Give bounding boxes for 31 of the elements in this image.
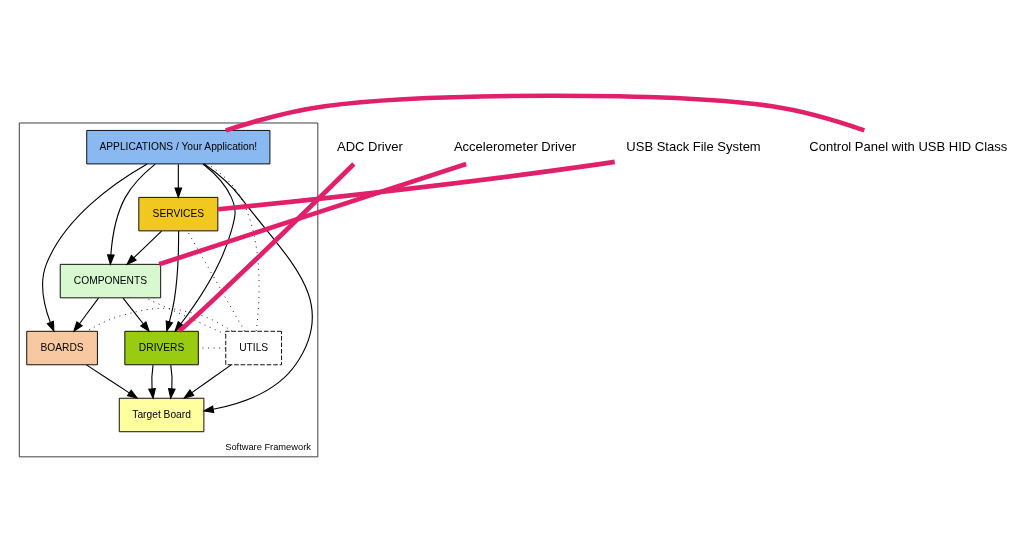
node-box: UTILS [225,330,282,365]
arrow [167,364,176,400]
arrow [125,230,163,265]
arrow [165,229,180,332]
connector [86,307,233,332]
node-box: BOARDS [26,330,98,365]
arrow [72,297,100,333]
node-box: DRIVERS [124,330,199,365]
node-text: Accelerometer Driver [453,138,577,154]
node-box: SERVICES [138,196,219,231]
node-box: APPLICATIONS / Your Application! [86,129,271,164]
arrow [202,163,313,413]
connector [186,230,245,332]
arrow [174,162,236,332]
arrow [182,363,232,399]
connector [225,92,866,133]
node-text: USB Stack File System [626,138,761,154]
node-box: COMPONENTS [59,263,162,298]
arrow [85,363,139,399]
connector [217,159,616,212]
arrow [174,163,183,199]
node-text: Control Panel with USB HID Class [809,138,1008,154]
connector [177,161,356,333]
connector [158,161,467,266]
node-box: Target Board [118,397,205,432]
connector [145,296,227,335]
arrow [122,297,151,333]
arrow [42,162,148,333]
arrow [106,163,156,266]
arrow [147,364,156,400]
node-text: ADC Driver [337,138,403,154]
